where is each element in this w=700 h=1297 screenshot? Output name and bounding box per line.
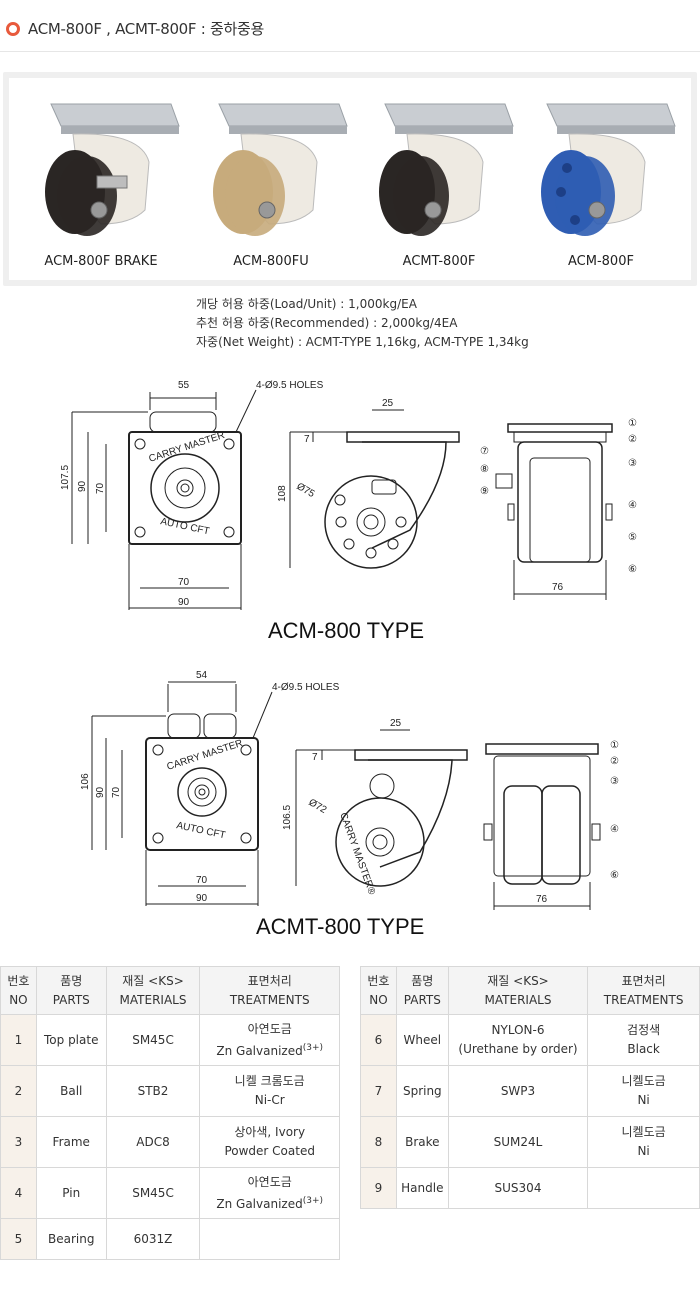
holes-label: 4-Ø9.5 HOLES [256,380,324,391]
type-label: ACM-800 TYPE [268,618,424,643]
product-photo-panel: ACM-800F BRAKE ACM-800FU ACMT-80 [3,72,697,286]
product-acmt-800f: ACMT-800F [359,92,519,278]
circle-bullet-icon [6,22,20,36]
product-label: ACM-800FU [233,254,309,269]
svg-text:②: ② [610,756,619,767]
callouts: ① ② ③ ④ ⑤ ⑥ ⑦ ⑧ ⑨ [480,418,637,575]
dim-108: 108 [277,485,288,502]
dim-dia72: Ø72 [307,797,329,816]
svg-text:⑥: ⑥ [628,564,637,575]
dim-55: 55 [178,380,190,391]
product-label: ACM-800F [568,254,634,269]
dim-25: 25 [390,718,402,729]
technical-drawing-acm-800: CARRY MASTER AUTO CFT 55 4-Ø9.5 HOLES 10… [60,380,637,643]
page-title: ACM-800F , ACMT-800F : 중하중용 [28,20,264,38]
drawing-acmt-800: CARRY MASTER AUTO CFT 54 4-Ø9.5 HOLES 10… [0,662,700,946]
product-label: ACM-800F BRAKE [44,254,158,269]
dim-90h: 90 [196,893,208,904]
dim-106: 106 [80,773,91,790]
svg-text:⑨: ⑨ [480,486,489,497]
dim-107: 107.5 [60,465,71,490]
caster-photo-icon [213,103,348,236]
top-plate-outline [128,431,242,545]
wheel-top-outline [149,411,217,433]
table-row: 5 Bearing 6031Z [0,1218,340,1260]
holes-label: 4-Ø9.5 HOLES [272,682,340,693]
spec-load: 개당 허용 하중(Load/Unit) : 1,000kg/EA [196,297,417,311]
dim-106-5: 106.5 [282,805,293,830]
dim-90v: 90 [95,786,106,798]
dim-76: 76 [552,582,564,593]
svg-text:④: ④ [610,824,619,835]
dim-7: 7 [304,434,310,445]
product-acm-800f-brake: ACM-800F BRAKE [21,92,181,278]
callouts: ① ② ③ ④ ⑥ [610,740,619,881]
svg-text:③: ③ [610,776,619,787]
svg-text:④: ④ [628,500,637,511]
table-row: 9 Handle SUS304 [360,1167,700,1209]
svg-text:⑧: ⑧ [480,464,489,475]
dim-70v: 70 [111,786,122,798]
dim-90v: 90 [77,480,88,492]
svg-text:⑦: ⑦ [480,446,489,457]
dim-76: 76 [536,894,548,905]
header-materials: 재질 <KS>MATERIALS [105,966,201,1015]
product-acm-800f: ACM-800F [521,92,681,278]
caster-photo-icon [45,103,180,236]
dim-54: 54 [196,670,208,681]
dim-70v: 70 [95,482,106,494]
plate-text-bottom: AUTO CFT [175,820,226,841]
spec-recommended: 추천 허용 하중(Recommended) : 2,000kg/4EA [196,316,458,330]
plate-text-top: CARRY MASTER [148,430,227,465]
dim-90h: 90 [178,597,190,608]
product-photo-area: ACM-800F BRAKE ACM-800FU ACMT-80 [9,78,691,280]
dim-7: 7 [312,752,318,763]
product-acm-800fu: ACM-800FU [191,92,351,278]
caster-photo-icon [379,103,514,236]
drawing-acm-800: CARRY MASTER AUTO CFT 55 4-Ø9.5 HOLES 10… [0,370,700,650]
svg-text:⑥: ⑥ [610,870,619,881]
dim-dia75: Ø75 [295,481,317,500]
caster-photo-icon [541,103,676,236]
product-label: ACMT-800F [402,254,476,269]
wheel-text: CARRY MASTER® [337,811,377,897]
svg-text:③: ③ [628,458,637,469]
technical-drawing-acmt-800: CARRY MASTER AUTO CFT 54 4-Ø9.5 HOLES 10… [80,670,619,939]
svg-text:⑤: ⑤ [628,532,637,543]
svg-text:①: ① [610,740,619,751]
svg-text:①: ① [628,418,637,429]
plate-text-bottom: AUTO CFT [159,516,210,537]
spec-weight: 자중(Net Weight) : ACMT-TYPE 1,16kg, ACM-T… [196,335,529,349]
type-label: ACMT-800 TYPE [256,914,424,939]
dim-25: 25 [382,398,394,409]
dim-70h: 70 [196,875,208,886]
svg-text:②: ② [628,434,637,445]
page-header: ACM-800F , ACMT-800F : 중하중용 [0,0,700,52]
header-materials: 재질 <KS>MATERIALS [447,966,589,1015]
spec-list: 개당 허용 하중(Load/Unit) : 1,000kg/EA 추천 허용 하… [196,295,529,352]
dim-70h: 70 [178,577,190,588]
